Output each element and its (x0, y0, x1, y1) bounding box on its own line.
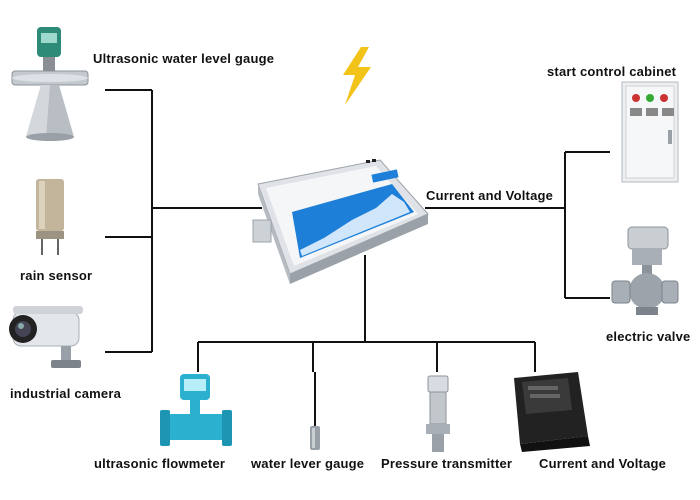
lightning-bolt-icon (343, 47, 371, 105)
label-start-control-cabinet: start control cabinet (547, 64, 677, 79)
label-electric-valve: electric valve (606, 329, 691, 344)
label-ultrasonic-water-level-gauge: Ultrasonic water level gauge (93, 51, 275, 66)
ultrasonic-gauge-icon (11, 27, 89, 141)
pressure-transmitter-icon (426, 375, 450, 452)
rtu-controller-icon (252, 159, 429, 284)
label-current-and-voltage-top: Current and Voltage (426, 188, 554, 203)
label-water-lever-gauge: water lever gauge (251, 456, 365, 471)
control-cabinet-icon (621, 81, 679, 183)
label-rain-sensor: rain sensor (20, 268, 93, 283)
label-industrial-camera: industrial camera (10, 386, 122, 401)
flowmeter-icon (160, 374, 232, 446)
electric-valve-icon (611, 226, 679, 315)
label-pressure-transmitter: Pressure transmitter (381, 456, 513, 471)
current-voltage-transducer-icon (514, 372, 590, 452)
rain-sensor-icon (36, 179, 64, 255)
industrial-camera-icon (9, 306, 83, 368)
label-ultrasonic-flowmeter: ultrasonic flowmeter (94, 456, 226, 471)
label-current-and-voltage-bottom: Current and Voltage (539, 456, 667, 471)
water-level-probe-icon (310, 372, 320, 450)
